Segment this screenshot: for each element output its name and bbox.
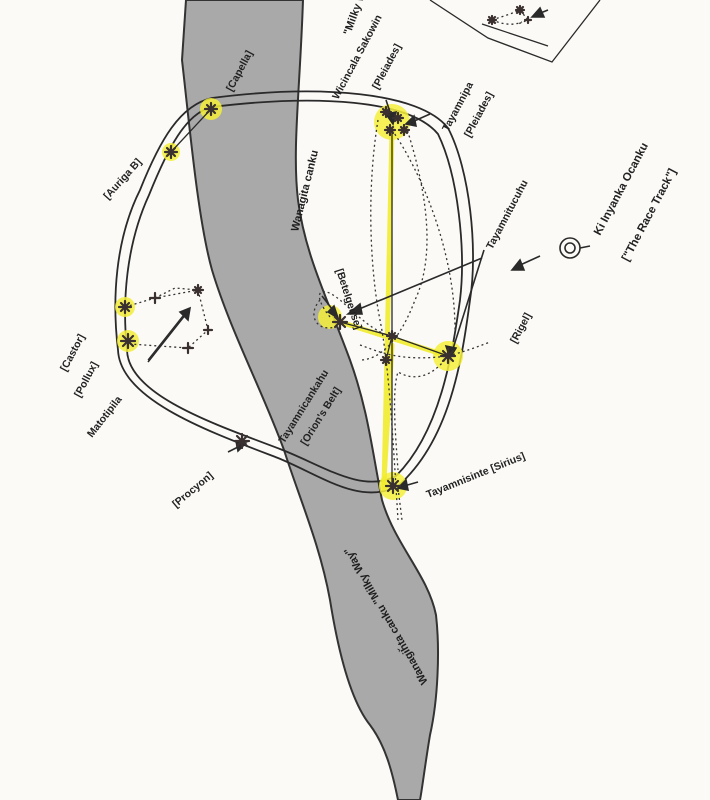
label-sirius: Tayamnisinte [Sirius] [425,450,527,501]
label-matotipila: Matotipila [85,394,125,440]
label-tayamnitucuhu: Tayamnitucuhu [484,178,531,251]
dotted-constellation-lines [124,9,530,521]
race-track-outer-loop [114,90,474,494]
double-circle-icon [559,237,591,259]
label-rigel: [Rigel] [508,311,534,345]
milky-way-band [180,0,439,800]
star-icon [117,4,533,495]
label-pleiades: [Pleiades] [370,42,404,91]
labels: [Capella] [Auriga B] [Castor] [Pollux] M… [58,0,679,687]
label-procyon: [Procyon] [170,470,215,511]
label-castor: [Castor] [58,332,87,373]
label-pollux: [Pollux] [72,360,101,400]
race-track-inner-loop [124,99,463,483]
pointer-arrows [147,6,549,492]
